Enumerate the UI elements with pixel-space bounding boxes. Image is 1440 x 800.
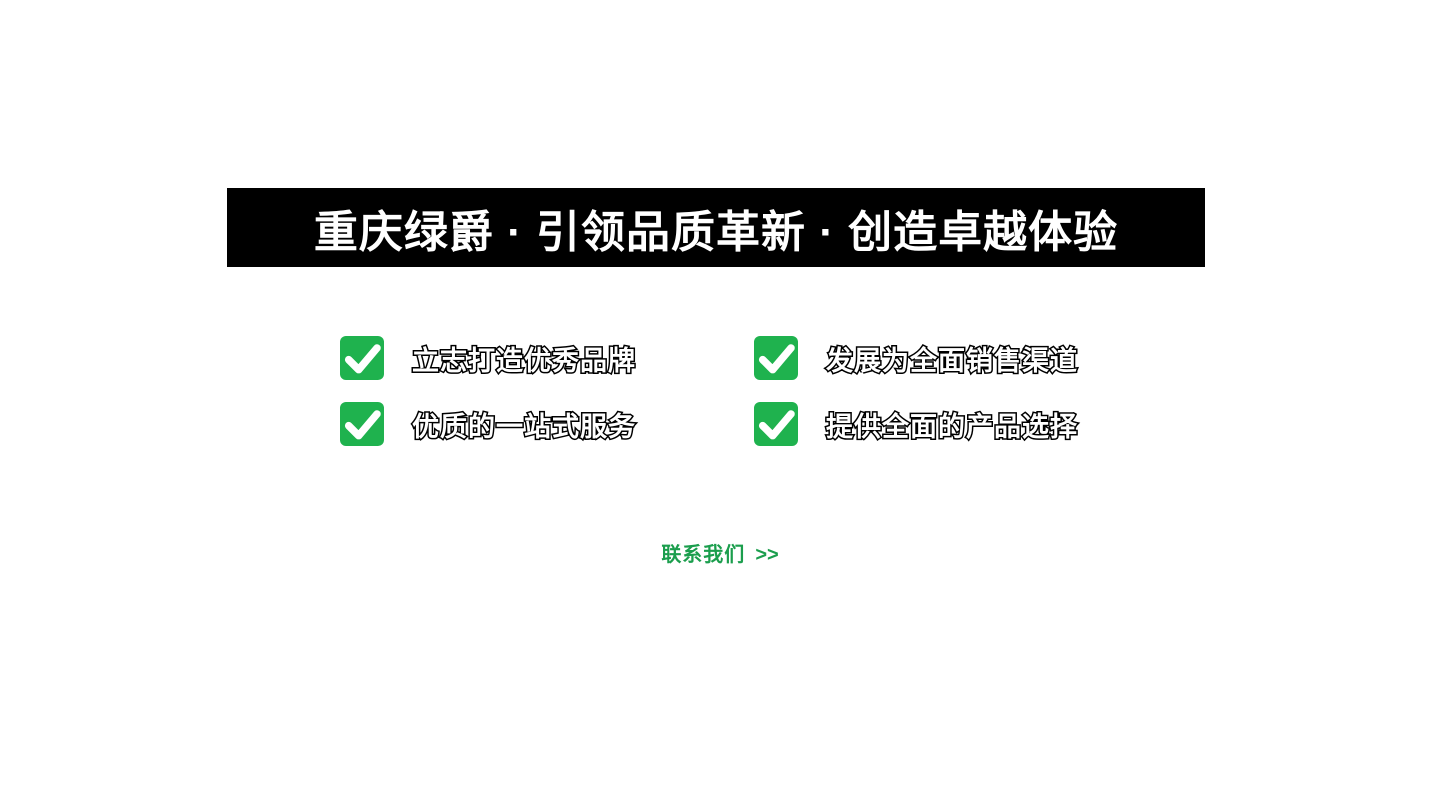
check-icon [340,402,384,446]
page-title: 重庆绿爵 · 引领品质革新 · 创造卓越体验 [313,207,1119,257]
feature-label: 提供全面的产品选择 [825,410,1079,443]
feature-label: 优质的一站式服务 [411,410,637,443]
features-grid: 立志打造优秀品牌 发展为全面销售渠道 优质的一站式服务 提供全面的产品选择 [340,336,1079,446]
double-arrow-icon: >> [755,544,779,566]
check-icon [340,336,384,380]
feature-item: 提供全面的产品选择 [754,402,1079,446]
feature-label: 发展为全面销售渠道 [825,344,1079,377]
check-icon [754,336,798,380]
contact-us-link[interactable]: 联系我们 >> [0,538,1440,567]
feature-item: 发展为全面销售渠道 [754,336,1079,380]
headline-banner: 重庆绿爵 · 引领品质革新 · 创造卓越体验 [227,188,1205,267]
check-icon [754,402,798,446]
feature-item: 立志打造优秀品牌 [340,336,754,380]
feature-item: 优质的一站式服务 [340,402,754,446]
contact-us-label: 联系我们 [661,544,746,566]
feature-label: 立志打造优秀品牌 [411,344,637,377]
